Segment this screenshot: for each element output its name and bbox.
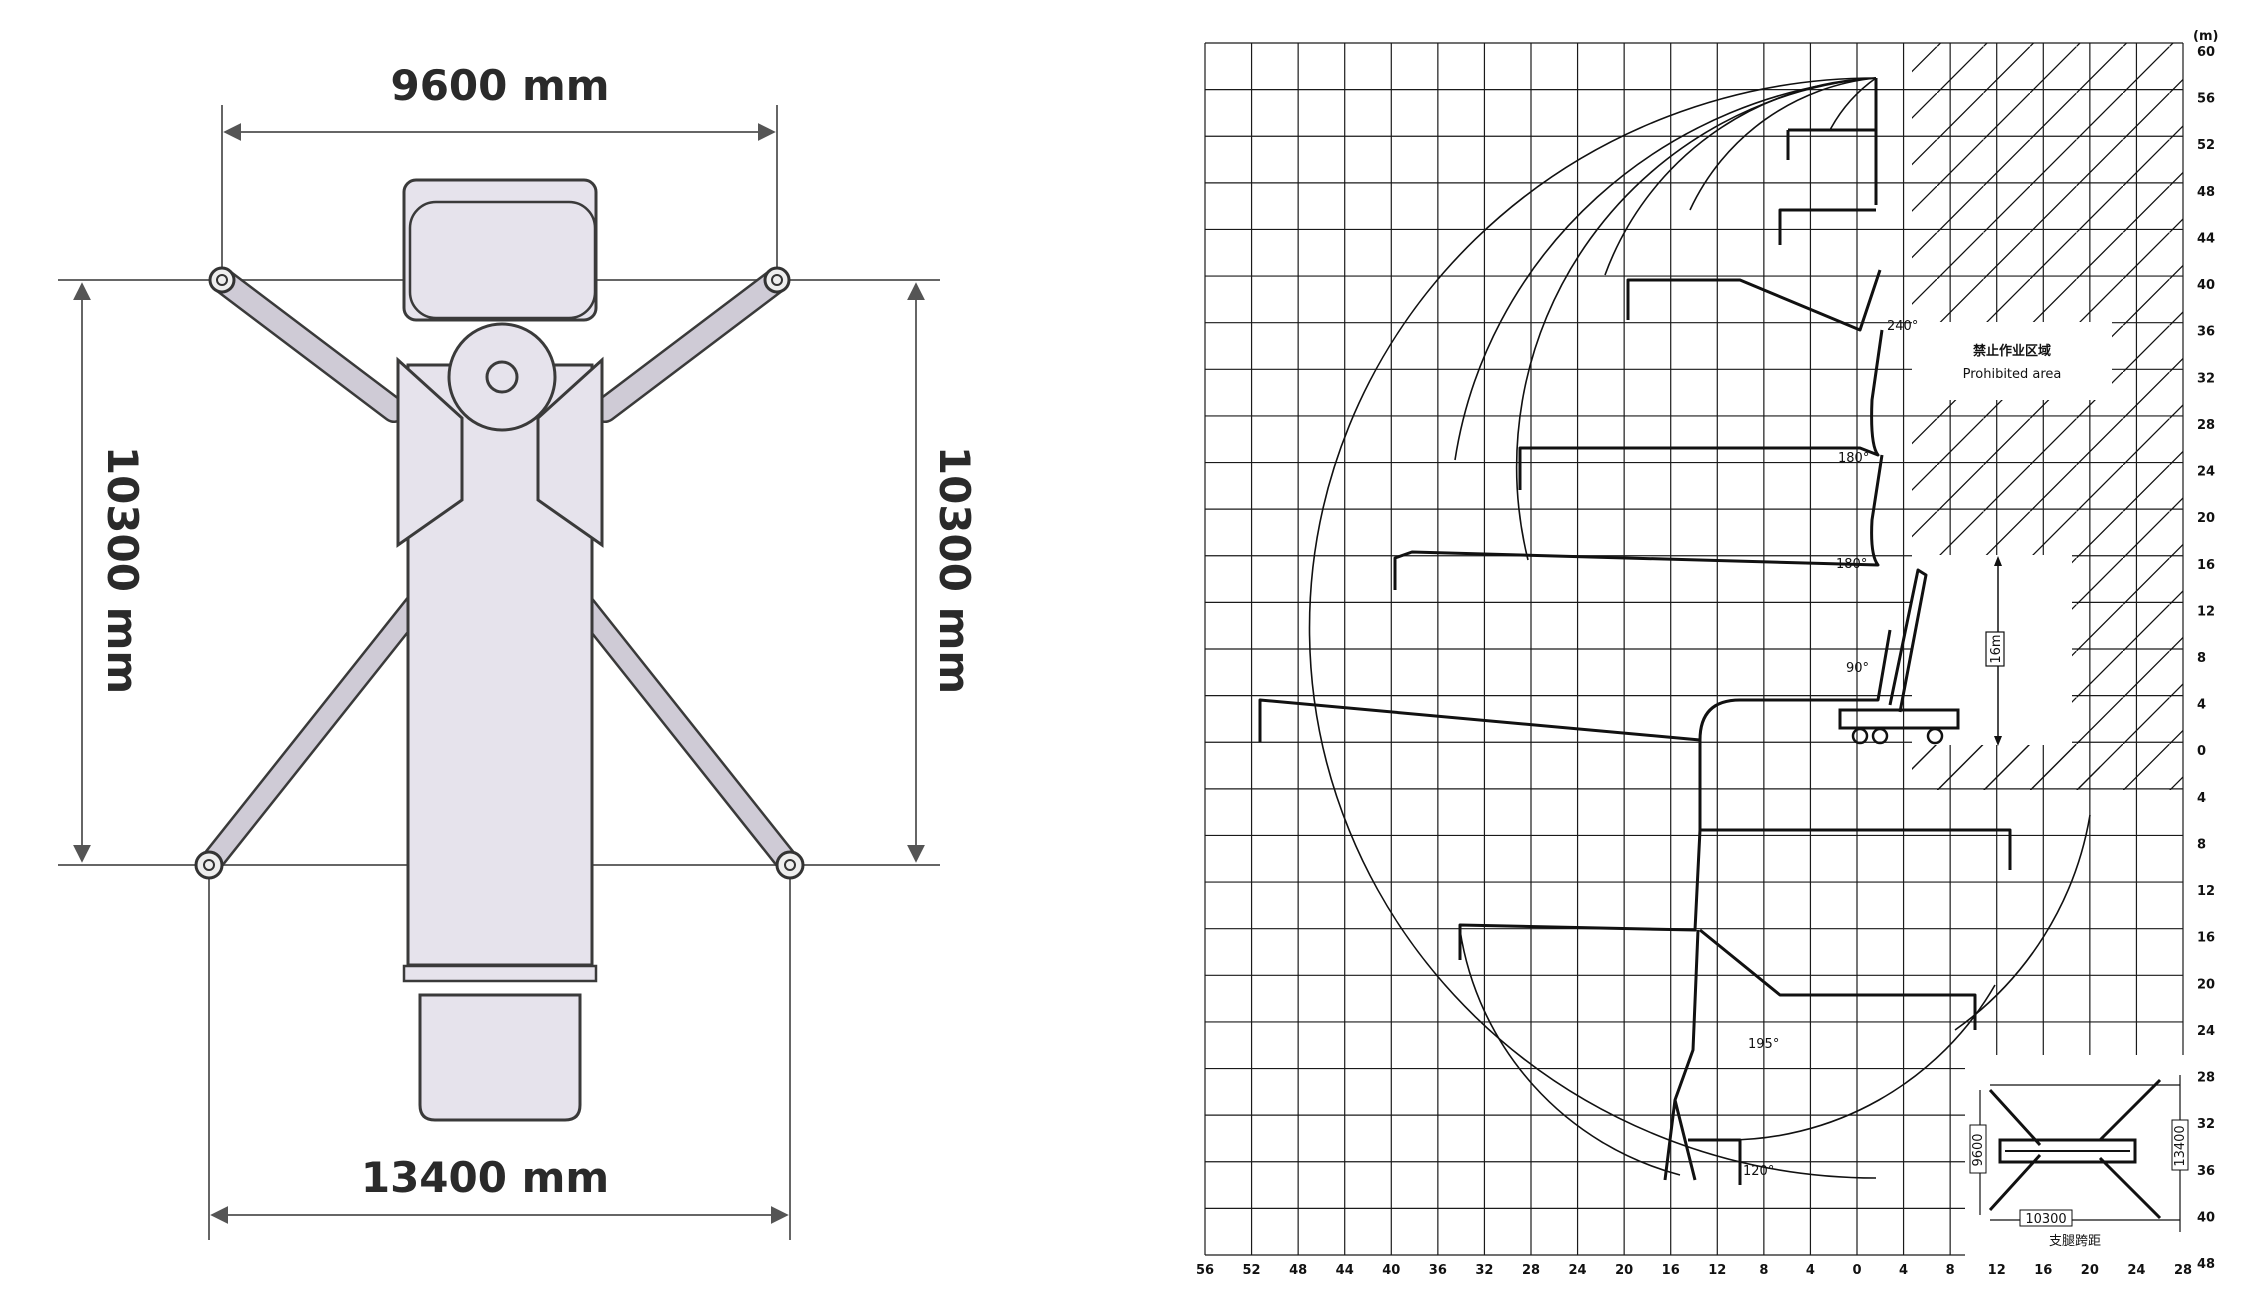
boom-configurations	[1258, 78, 2012, 1185]
y-tick-label: 24	[2197, 465, 2215, 480]
x-tick-label: 24	[1569, 1263, 1587, 1278]
x-tick-label: 32	[1475, 1263, 1493, 1278]
x-tick-label: 12	[1708, 1263, 1726, 1278]
x-tick-label: 8	[1946, 1263, 1955, 1278]
x-tick-label: 20	[1615, 1263, 1633, 1278]
turret-pivot	[485, 360, 519, 394]
y-tick-label: 8	[2197, 837, 2206, 852]
unit-label: (m)	[2193, 29, 2218, 44]
y-tick-label: 32	[2197, 1117, 2215, 1132]
y-tick-label: 36	[2197, 1164, 2215, 1179]
cab-windshield	[408, 200, 597, 320]
angle-label: 240°	[1887, 319, 1918, 334]
inset-outrigger-plan: 9600 13400 10300 支腿跨距	[1965, 1055, 2200, 1260]
x-tick-label: 28	[2174, 1263, 2192, 1278]
angle-label: 90°	[1846, 661, 1869, 676]
outrigger-front-right	[592, 266, 791, 423]
reach-diagram: 禁止作业区域 Prohibited area 16m	[1100, 0, 2246, 1300]
reach-arc	[1454, 77, 1877, 461]
right-length-label: 10300 mm	[930, 446, 979, 694]
y-tick-label: 48	[2197, 1257, 2215, 1272]
y-tick-label: 44	[2197, 231, 2215, 246]
y-tick-label: 24	[2197, 1024, 2215, 1039]
y-tick-label: 8	[2197, 651, 2206, 666]
y-tick-label: 28	[2197, 1071, 2215, 1086]
inset-width-label: 9600	[1971, 1133, 1986, 1166]
outrigger-front-left	[208, 266, 407, 423]
x-tick-label: 56	[1196, 1263, 1214, 1278]
y-tick-label: 28	[2197, 418, 2215, 433]
y-tick-label: 0	[2197, 744, 2206, 759]
angle-label: 120°	[1743, 1164, 1774, 1179]
reach-arc	[1689, 77, 1877, 211]
inset-caption: 支腿跨距	[2049, 1234, 2101, 1249]
y-tick-label: 56	[2197, 92, 2215, 107]
x-tick-label: 52	[1243, 1263, 1261, 1278]
prohibited-label-en: Prohibited area	[1963, 367, 2062, 382]
outrigger-box-left	[396, 356, 464, 548]
reach-arc	[1459, 929, 1681, 1176]
footprint-diagram: 9600 mm 13400 mm 10300 mm 10300 mm	[0, 0, 1100, 1300]
x-tick-label: 0	[1852, 1263, 1861, 1278]
angle-label: 180°	[1836, 557, 1867, 572]
left-length-label: 10300 mm	[98, 446, 147, 694]
outrigger-rear-right	[565, 585, 805, 880]
y-tick-label: 32	[2197, 371, 2215, 386]
x-tick-label: 12	[1988, 1263, 2006, 1278]
x-tick-label: 16	[1662, 1263, 1680, 1278]
x-tick-label: 44	[1336, 1263, 1354, 1278]
y-tick-label: 40	[2197, 278, 2215, 293]
y-tick-label: 52	[2197, 138, 2215, 153]
outrigger-rear-left	[194, 585, 434, 880]
x-tick-label: 8	[1759, 1263, 1768, 1278]
x-tick-label: 4	[1899, 1263, 1908, 1278]
envelope-arc	[1308, 77, 1877, 1179]
x-tick-label: 4	[1806, 1263, 1815, 1278]
angle-label: 180°	[1838, 451, 1869, 466]
reach-arc	[1954, 814, 2091, 1031]
y-tick-label: 60	[2197, 45, 2215, 60]
rear-span-label: 13400 mm	[361, 1153, 609, 1202]
y-tick-label: 12	[2197, 604, 2215, 619]
x-tick-label: 16	[2034, 1263, 2052, 1278]
y-tick-label: 16	[2197, 931, 2215, 946]
y-tick-label: 4	[2197, 791, 2206, 806]
y-tick-label: 20	[2197, 511, 2215, 526]
height-marker: 16m	[1985, 556, 2005, 746]
reach-arc	[1829, 77, 1877, 131]
x-tick-label: 20	[2081, 1263, 2099, 1278]
x-tick-label: 40	[1382, 1263, 1400, 1278]
y-tick-label: 20	[2197, 977, 2215, 992]
front-span-label: 9600 mm	[390, 61, 609, 110]
reach-arc	[1515, 77, 1877, 561]
y-tick-label: 16	[2197, 558, 2215, 573]
y-tick-label: 36	[2197, 325, 2215, 340]
x-tick-label: 24	[2127, 1263, 2145, 1278]
x-tick-label: 48	[1289, 1263, 1307, 1278]
prohibited-label-cn: 禁止作业区域	[1973, 343, 2051, 359]
height-label: 16m	[1989, 634, 2004, 663]
y-tick-label: 48	[2197, 185, 2215, 200]
rear-hopper	[418, 993, 582, 1122]
reach-arc	[1604, 77, 1877, 276]
y-tick-label: 40	[2197, 1210, 2215, 1225]
y-tick-label: 12	[2197, 884, 2215, 899]
angle-label: 195°	[1748, 1037, 1779, 1052]
inset-base-label: 10300	[2025, 1212, 2066, 1227]
outrigger-box-right	[536, 356, 604, 548]
rear-bumper	[402, 964, 598, 983]
reach-arc	[1719, 984, 1996, 1141]
x-tick-label: 28	[1522, 1263, 1540, 1278]
y-tick-label: 4	[2197, 698, 2206, 713]
inset-length-label: 13400	[2173, 1125, 2188, 1166]
prohibited-area: 禁止作业区域 Prohibited area	[1912, 43, 2183, 790]
y-axis-ticks: 6056524844403632282420161284048121620242…	[2197, 45, 2215, 1272]
x-tick-label: 36	[1429, 1263, 1447, 1278]
